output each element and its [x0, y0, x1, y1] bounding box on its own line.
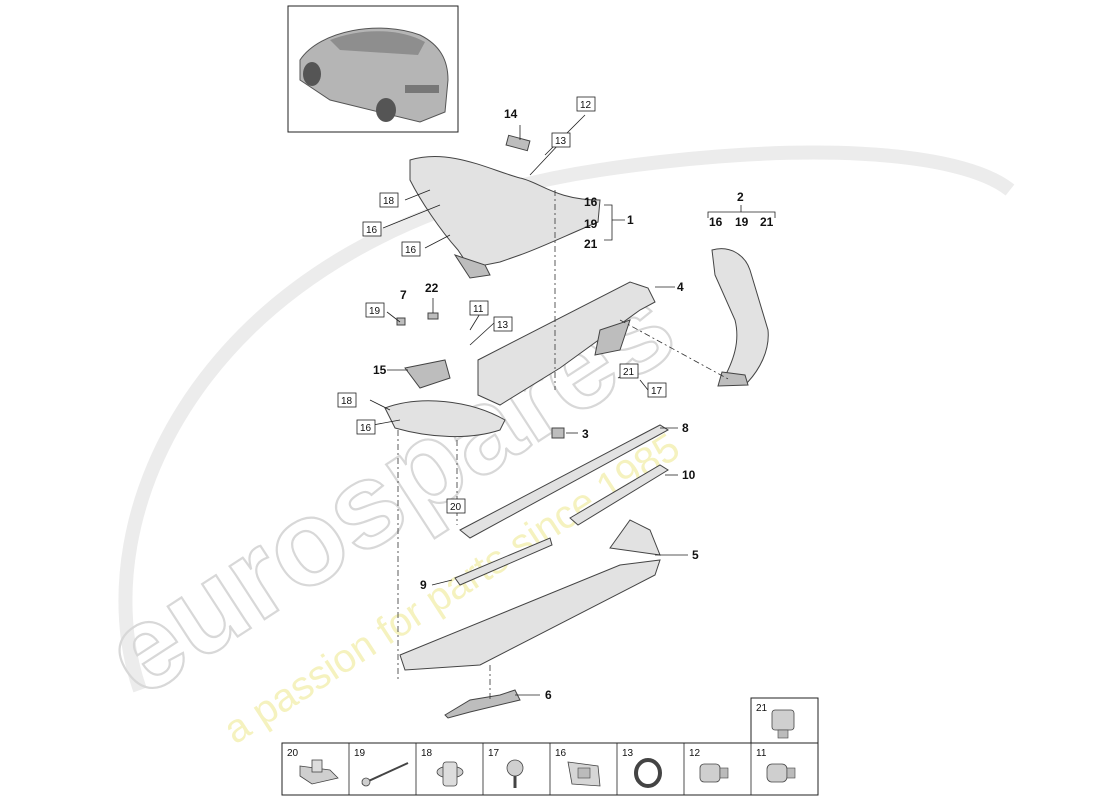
bumper-support-bracket — [711, 248, 769, 387]
legend-cell-20: 20 — [287, 748, 299, 759]
boxed-callout-16: 16 — [360, 423, 372, 434]
callout-15: 15 — [373, 363, 387, 377]
rear-side-panel — [409, 134, 601, 279]
legend-cell-11: 11 — [756, 748, 767, 759]
boxed-callout-21: 21 — [623, 367, 635, 378]
callout-2-16: 16 — [709, 215, 723, 229]
plug-12-icon — [699, 763, 729, 783]
boxed-callout-12: 12 — [580, 100, 592, 111]
rivet-19-icon — [361, 762, 409, 787]
fastener-legend: 20 19 18 17 16 13 12 11 21 — [281, 697, 819, 796]
callout-2: 2 — [737, 190, 744, 204]
callout-1: 1 — [627, 213, 634, 227]
boxed-callout-13: 13 — [497, 320, 509, 331]
bumper-carrier — [477, 281, 656, 406]
callout-4: 4 — [677, 280, 684, 294]
trim-strips — [454, 424, 669, 586]
leader-lines — [369, 114, 776, 700]
callout-3: 3 — [582, 427, 589, 441]
boxed-callout-17: 17 — [651, 386, 663, 397]
callout-14: 14 — [504, 107, 518, 121]
legend-cell-13: 13 — [622, 748, 634, 759]
boxed-callout-18: 18 — [341, 396, 353, 407]
lower-diffuser — [399, 519, 661, 719]
callout-1-21: 21 — [584, 237, 598, 251]
grommet-13-icon — [634, 758, 662, 788]
boxed-callout-20: 20 — [450, 502, 462, 513]
callout-1-16: 16 — [584, 195, 598, 209]
legend-cell-12: 12 — [689, 748, 701, 759]
boxed-callout-18: 18 — [383, 196, 395, 207]
callout-9: 9 — [420, 578, 427, 592]
plug-11-icon — [766, 763, 796, 783]
clamp-16-icon — [567, 761, 601, 787]
legend-cell-17: 17 — [488, 748, 500, 759]
boxed-callouts: 12 13 18 16 16 19 11 13 21 17 18 16 20 — [337, 96, 667, 514]
legend-cell-21: 21 — [756, 703, 768, 714]
expansion-nut-18-icon — [436, 761, 464, 787]
boxed-callout-19: 19 — [369, 306, 381, 317]
legend-cell-16: 16 — [555, 748, 567, 759]
screw-17-icon — [506, 759, 524, 788]
callout-22: 22 — [425, 281, 439, 295]
legend-cell-18: 18 — [421, 748, 433, 759]
bumper-side-piece — [384, 312, 565, 439]
boxed-callout-13: 13 — [555, 136, 567, 147]
clip-21-icon — [771, 709, 795, 739]
clip-20-icon — [299, 759, 339, 785]
callout-1-19: 19 — [584, 217, 598, 231]
boxed-callout-11: 11 — [473, 304, 484, 315]
callout-10: 10 — [682, 468, 696, 482]
callout-5: 5 — [692, 548, 699, 562]
callout-8: 8 — [682, 421, 689, 435]
callout-7: 7 — [400, 288, 407, 302]
boxed-callout-16: 16 — [366, 225, 378, 236]
legend-cell-19: 19 — [354, 748, 366, 759]
vehicle-thumbnail — [287, 5, 459, 133]
callout-6: 6 — [545, 688, 552, 702]
callout-numbers: 14 16 1 19 21 2 16 19 21 4 7 22 15 3 8 1… — [373, 107, 774, 702]
callout-2-19: 19 — [735, 215, 749, 229]
boxed-callout-16: 16 — [405, 245, 417, 256]
callout-2-21: 21 — [760, 215, 774, 229]
